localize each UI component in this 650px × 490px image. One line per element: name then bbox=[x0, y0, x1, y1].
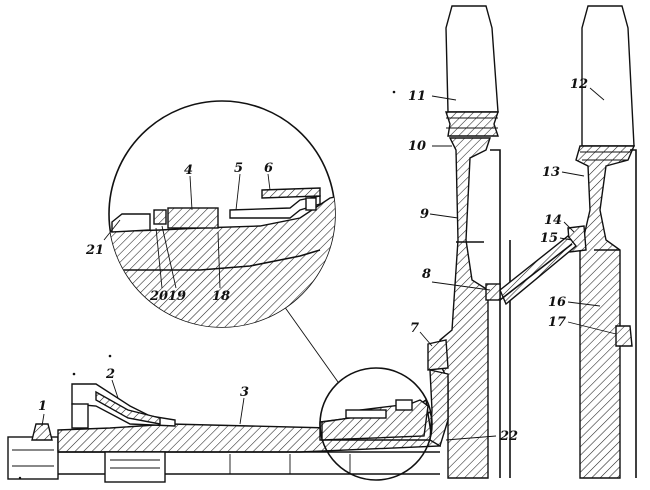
left-bearing-housing bbox=[7, 436, 59, 480]
shaft-assembly bbox=[7, 383, 441, 483]
label-1: 1 bbox=[38, 399, 47, 414]
label-21: 21 bbox=[85, 243, 104, 258]
label-4: 4 bbox=[184, 163, 193, 178]
detail-part-5 bbox=[229, 195, 321, 219]
bolt-part-1 bbox=[31, 423, 53, 441]
label-15: 15 bbox=[540, 231, 558, 246]
label-5: 5 bbox=[234, 161, 243, 176]
label-14: 14 bbox=[544, 213, 562, 228]
label-3: 3 bbox=[240, 385, 249, 400]
leader-lines bbox=[41, 87, 617, 441]
second-stage-disk bbox=[567, 5, 637, 479]
part-labels: 1 2 3 4 5 6 7 8 9 10 11 12 13 14 15 16 1… bbox=[38, 77, 588, 444]
label-20: 20 bbox=[149, 289, 168, 304]
flange-7 bbox=[427, 339, 449, 371]
first-stage-disk bbox=[427, 5, 511, 479]
blade-root-10 bbox=[445, 111, 499, 137]
connector-8 bbox=[485, 283, 501, 301]
label-17: 17 bbox=[548, 315, 566, 330]
disk-13 bbox=[575, 145, 636, 479]
label-8: 8 bbox=[422, 267, 431, 282]
label-13: 13 bbox=[542, 165, 560, 180]
callout-leader bbox=[283, 305, 339, 383]
label-19: 19 bbox=[168, 289, 186, 304]
blade-11 bbox=[445, 5, 499, 113]
blade-12 bbox=[581, 5, 635, 147]
detail-part-4 bbox=[167, 207, 219, 229]
detail-callout-circle bbox=[319, 367, 433, 481]
enlarged-detail bbox=[108, 100, 336, 328]
label-18: 18 bbox=[212, 289, 230, 304]
detail-part-6 bbox=[261, 187, 321, 199]
label-2: 2 bbox=[105, 367, 115, 382]
label-6: 6 bbox=[264, 161, 273, 176]
label-12: 12 bbox=[570, 77, 588, 92]
label-7: 7 bbox=[410, 321, 419, 336]
bolt-17 bbox=[615, 325, 633, 347]
label-22: 22 bbox=[499, 429, 518, 444]
label-11: 11 bbox=[408, 89, 426, 104]
label-10: 10 bbox=[408, 139, 426, 154]
label-16: 16 bbox=[548, 295, 566, 310]
front-arm bbox=[429, 369, 449, 448]
label-9: 9 bbox=[420, 207, 429, 222]
